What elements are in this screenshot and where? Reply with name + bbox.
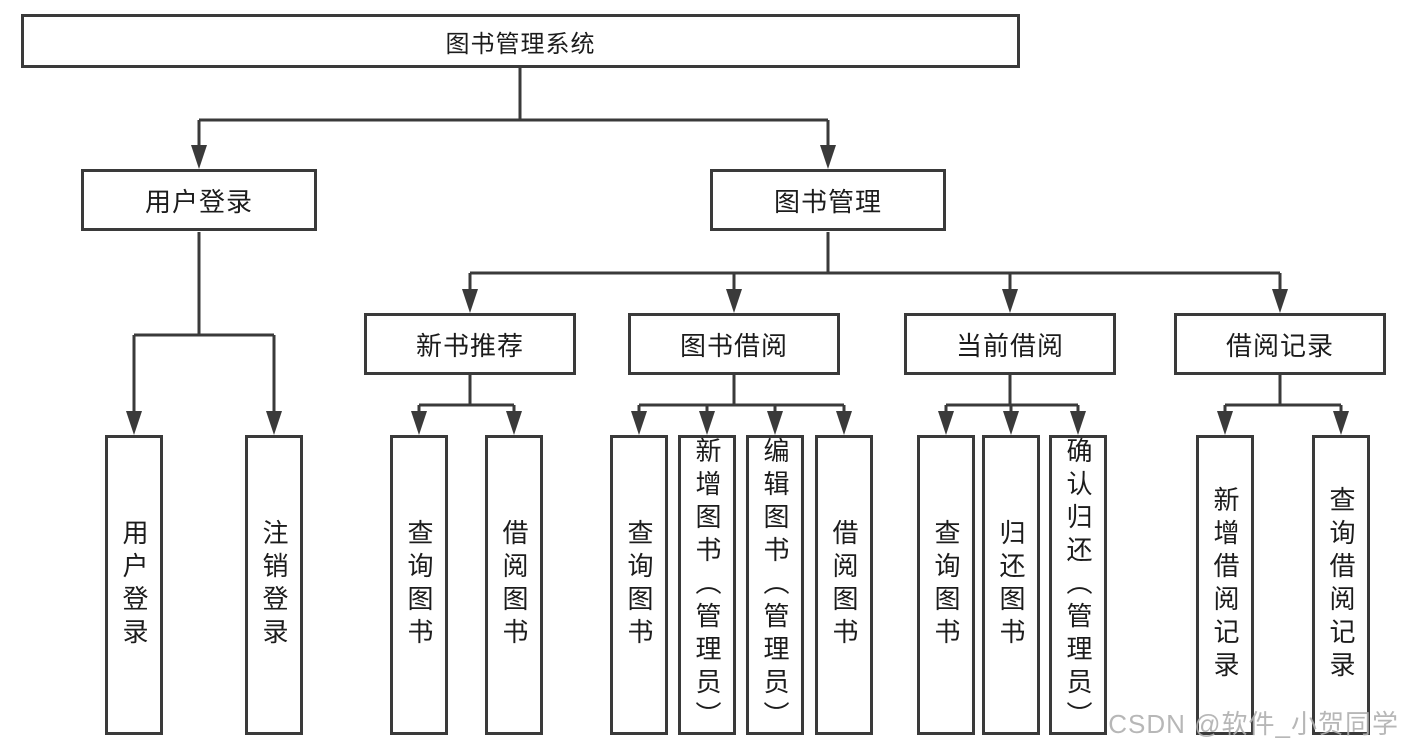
leaf-confirm-return-admin: 确认归还（管理员） bbox=[1049, 435, 1107, 735]
leaf-return-book: 归还图书 bbox=[982, 435, 1040, 735]
node-root: 图书管理系统 bbox=[21, 14, 1020, 68]
leaf-query-books-current: 查询图书 bbox=[917, 435, 975, 735]
node-book-borrow: 图书借阅 bbox=[628, 313, 840, 375]
leaf-borrow-books-recommend: 借阅图书 bbox=[485, 435, 543, 735]
node-borrow-records: 借阅记录 bbox=[1174, 313, 1386, 375]
leaf-add-borrow-record: 新增借阅记录 bbox=[1196, 435, 1254, 735]
leaf-query-books-recommend: 查询图书 bbox=[390, 435, 448, 735]
leaf-logout: 注销登录 bbox=[245, 435, 303, 735]
watermark: CSDN @软件_小贺同学 bbox=[1108, 709, 1399, 739]
leaf-add-book-admin: 新增图书（管理员） bbox=[678, 435, 736, 735]
leaf-query-books-borrow: 查询图书 bbox=[610, 435, 668, 735]
node-user-login: 用户登录 bbox=[81, 169, 317, 231]
arrowheads bbox=[126, 145, 1349, 435]
leaf-query-borrow-record: 查询借阅记录 bbox=[1312, 435, 1370, 735]
leaf-user-login: 用户登录 bbox=[105, 435, 163, 735]
leaf-edit-book-admin: 编辑图书（管理员） bbox=[746, 435, 804, 735]
node-current-borrow: 当前借阅 bbox=[904, 313, 1116, 375]
node-book-management: 图书管理 bbox=[710, 169, 946, 231]
node-new-book-recommend: 新书推荐 bbox=[364, 313, 576, 375]
leaf-borrow-books-borrow: 借阅图书 bbox=[815, 435, 873, 735]
connector-strokes bbox=[132, 68, 1343, 413]
